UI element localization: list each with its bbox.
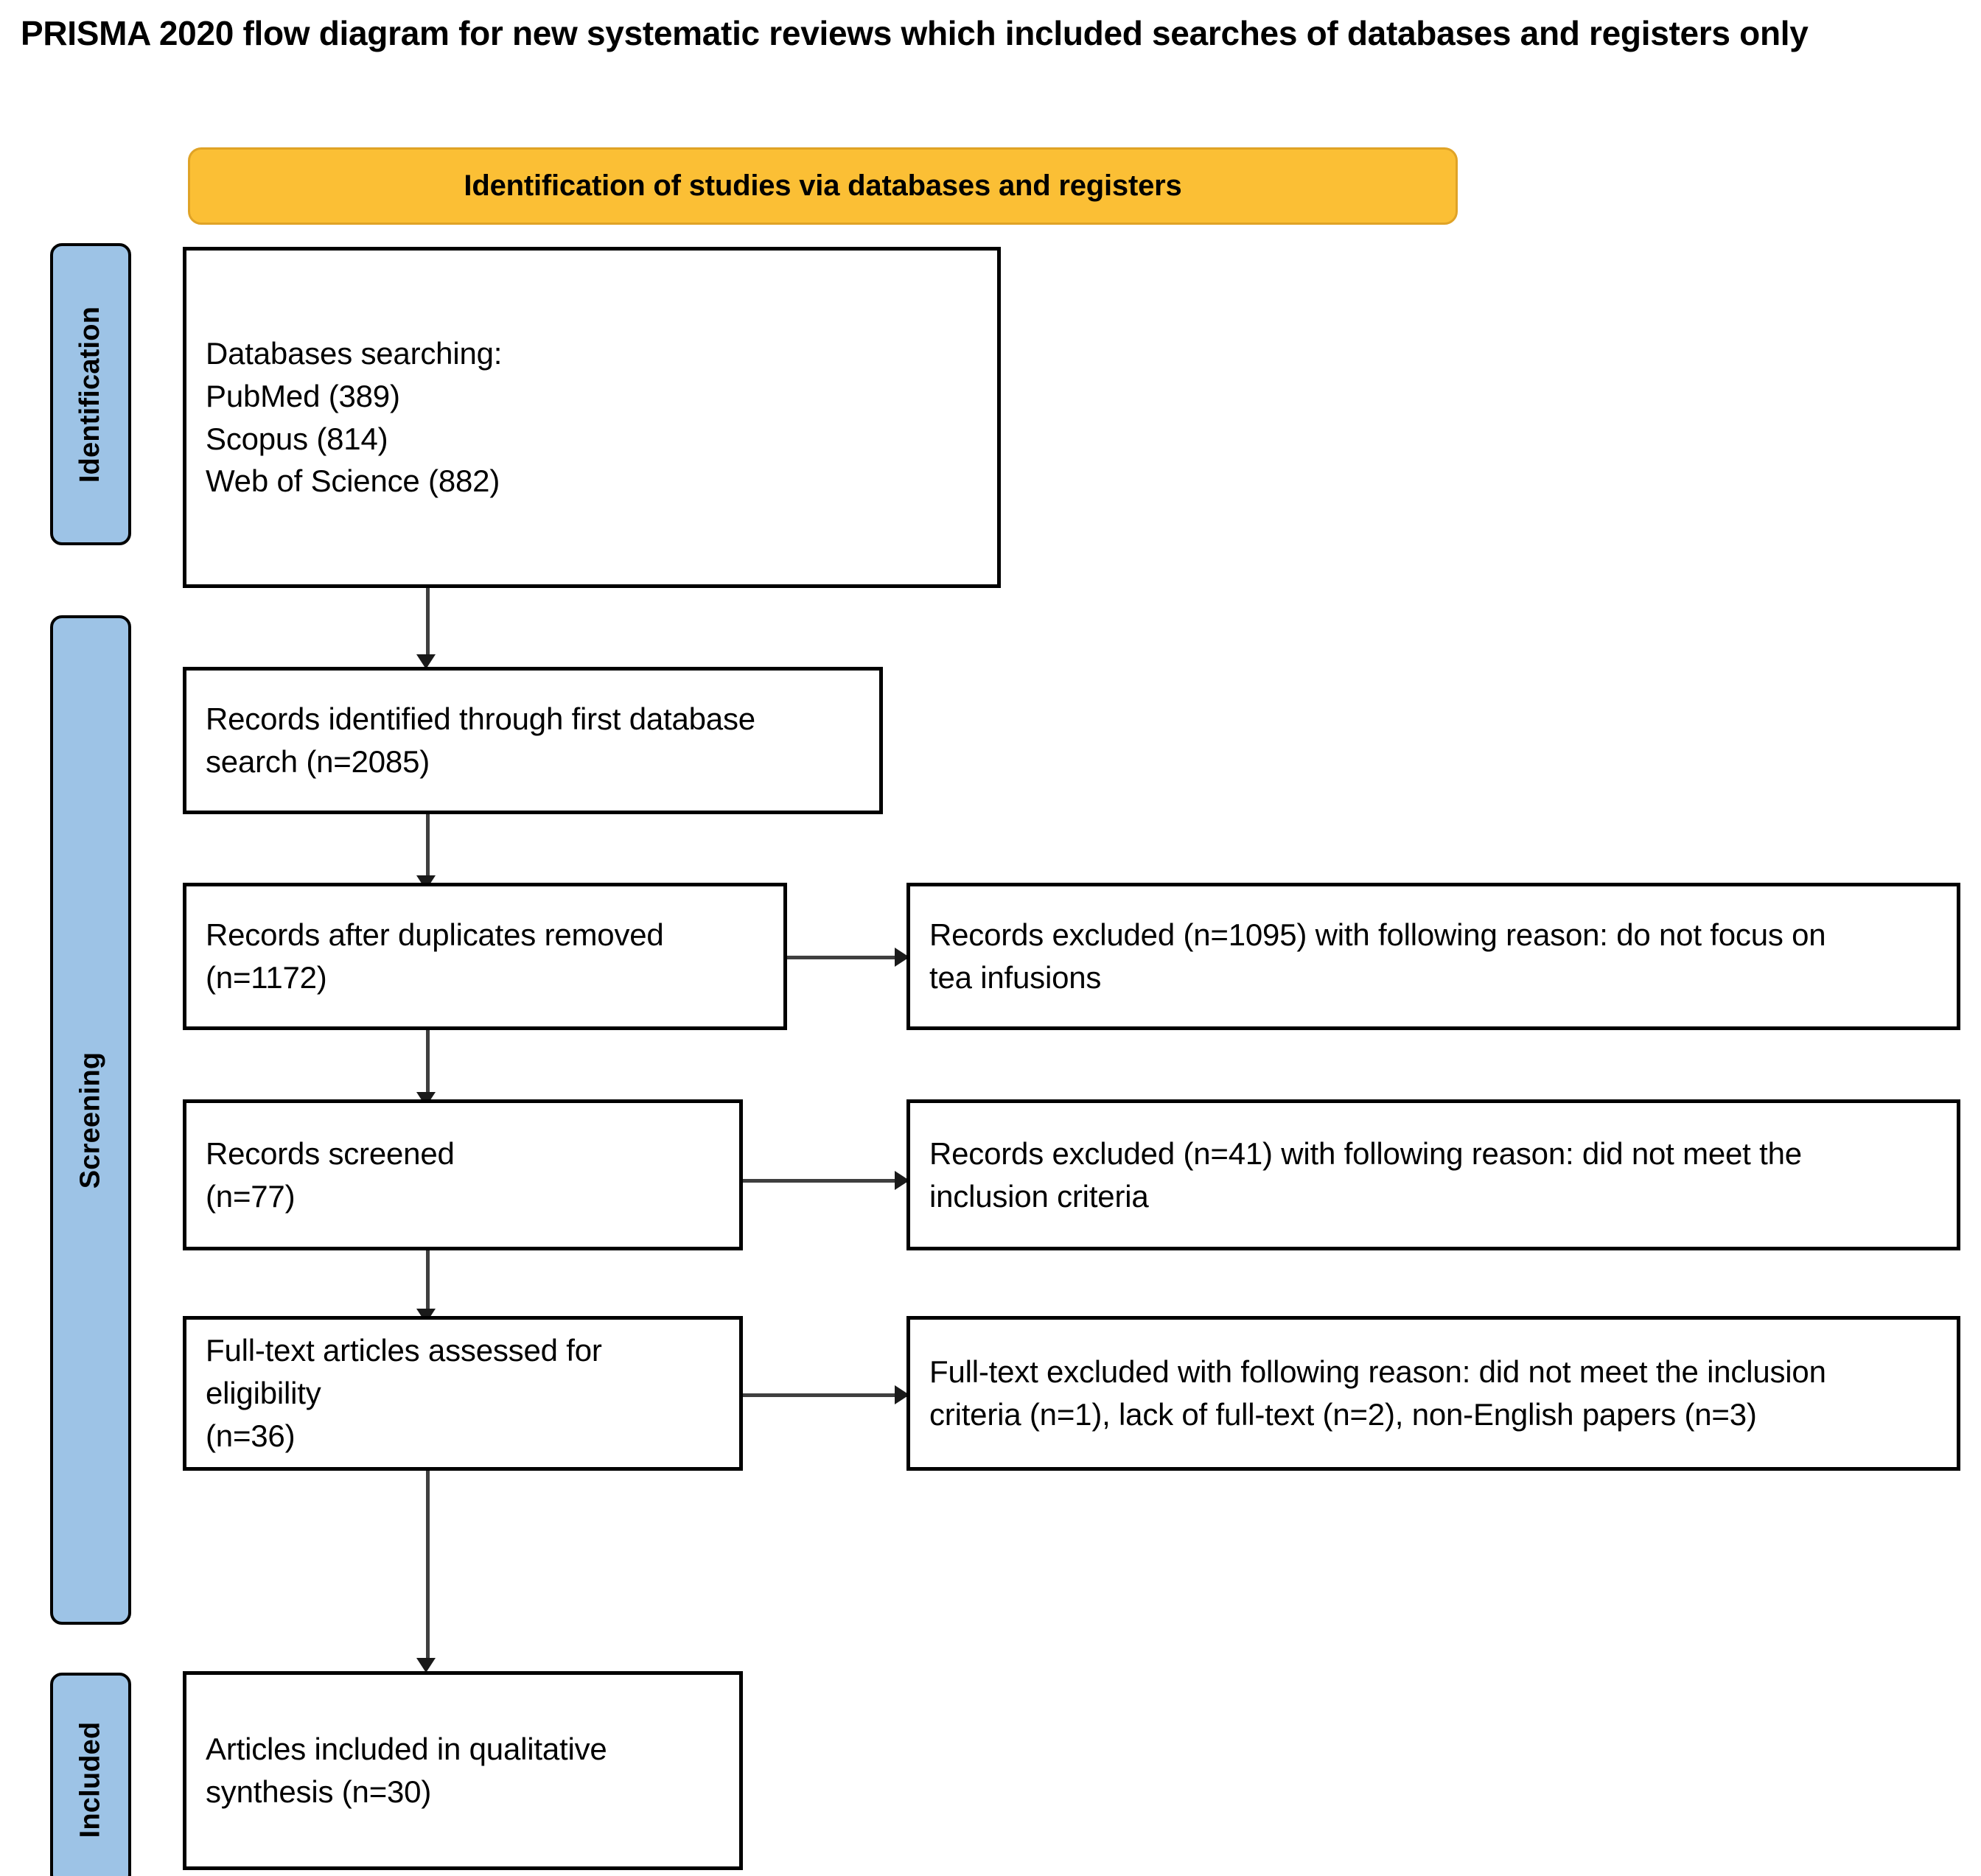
box-records-excluded-duplicates: Records excluded (n=1095) with following… (906, 883, 1960, 1030)
box-records-excluded-screening-text: Records excluded (n=41) with following r… (929, 1135, 1802, 1214)
stage-label-included: Included (74, 1721, 106, 1838)
connector-duplicates-to-excluded-arrow (895, 948, 909, 967)
stage-bar-screening: Screening (50, 615, 131, 1625)
connector-fulltext-to-excluded (743, 1393, 908, 1397)
connector-fulltext-to-included-arrow (416, 1658, 436, 1673)
connector-screened-to-fulltext (426, 1250, 430, 1314)
page-title: PRISMA 2020 flow diagram for new systema… (21, 14, 1809, 52)
box-records-screened-text: Records screened (n=77) (206, 1135, 455, 1214)
stage-label-screening: Screening (74, 1051, 106, 1189)
connector-identified-to-duplicates (426, 814, 430, 881)
box-records-screened: Records screened (n=77) (183, 1099, 743, 1250)
box-records-identified-text: Records identified through first databas… (206, 701, 755, 779)
connector-screened-to-excluded-arrow (895, 1171, 909, 1190)
connector-duplicates-to-screened (426, 1030, 430, 1096)
stage-bar-identification: Identification (50, 243, 131, 545)
stage-bar-included: Included (50, 1673, 131, 1876)
connector-databases-to-identified-arrow (416, 654, 436, 669)
box-articles-included: Articles included in qualitative synthes… (183, 1671, 743, 1870)
connector-fulltext-to-excluded-arrow (895, 1385, 909, 1404)
identification-banner-label: Identification of studies via databases … (464, 169, 1182, 202)
box-records-after-duplicates-text: Records after duplicates removed (n=1172… (206, 917, 664, 995)
stage-label-identification: Identification (74, 306, 106, 483)
box-fulltext-excluded: Full-text excluded with following reason… (906, 1316, 1960, 1471)
box-records-after-duplicates: Records after duplicates removed (n=1172… (183, 883, 787, 1030)
connector-databases-to-identified (426, 588, 430, 659)
box-fulltext-excluded-text: Full-text excluded with following reason… (929, 1354, 1826, 1432)
box-databases-searching-text: Databases searching: PubMed (389) Scopus… (206, 335, 503, 499)
connector-fulltext-to-included (426, 1471, 430, 1664)
connector-screened-to-excluded (743, 1179, 908, 1183)
box-records-identified: Records identified through first databas… (183, 667, 883, 814)
box-records-excluded-duplicates-text: Records excluded (n=1095) with following… (929, 917, 1826, 995)
connector-duplicates-to-excluded (787, 956, 908, 959)
box-articles-included-text: Articles included in qualitative synthes… (206, 1732, 607, 1809)
box-databases-searching: Databases searching: PubMed (389) Scopus… (183, 247, 1001, 588)
box-fulltext-assessed-text: Full-text articles assessed for eligibil… (206, 1333, 602, 1453)
box-fulltext-assessed: Full-text articles assessed for eligibil… (183, 1316, 743, 1471)
box-records-excluded-screening: Records excluded (n=41) with following r… (906, 1099, 1960, 1250)
identification-banner: Identification of studies via databases … (188, 147, 1458, 225)
